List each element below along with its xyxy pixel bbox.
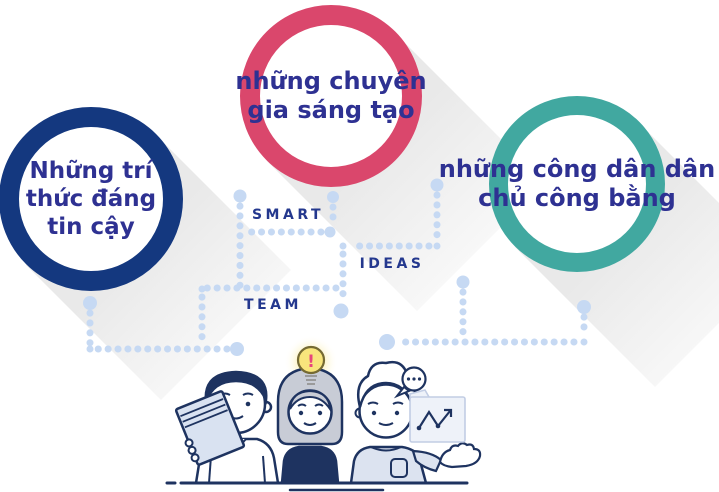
- path-corner-dot: [580, 338, 588, 346]
- book-icon: [174, 390, 246, 466]
- path-node-dot: [83, 296, 97, 310]
- label-line: chủ công bằng: [478, 184, 676, 212]
- label-line: thức đáng: [25, 185, 157, 212]
- keyword-team: TEAM: [244, 297, 302, 313]
- hand: [438, 442, 482, 469]
- path-corner-dot: [86, 345, 94, 353]
- circle-trusted-intellectuals: Những trí thức đáng tin cậy: [0, 107, 183, 291]
- path-node-dot: [233, 189, 247, 203]
- path-node-dot: [327, 191, 339, 203]
- speech-bubble-icon: [393, 366, 427, 399]
- path-corner-dot: [198, 285, 206, 293]
- desk-line: [165, 481, 469, 492]
- path-node-dot: [333, 303, 349, 319]
- circle-creative-experts: những chuyên gia sáng tạo: [235, 5, 427, 187]
- path-node-dot: [430, 178, 444, 192]
- label-line: những công dân dân: [438, 154, 716, 183]
- path-corner-dot: [339, 242, 347, 250]
- path-node-dot: [230, 342, 244, 356]
- person-middle: [276, 366, 344, 484]
- label-line: những chuyên: [235, 66, 427, 95]
- lightbulb-icon: !: [296, 345, 326, 385]
- folder-chart-icon: [409, 389, 466, 443]
- keyword-smart: SMART: [251, 207, 325, 223]
- label-line: gia sáng tạo: [247, 96, 415, 124]
- keyword-ideas: IDEAS: [359, 256, 425, 272]
- bulb-exclamation: !: [307, 352, 315, 372]
- label-line: tin cậy: [47, 214, 135, 241]
- hair-dark: [204, 370, 268, 405]
- circle-fair-citizens: những công dân dân chủ công bằng: [439, 96, 715, 272]
- circle-label-trust: Những trí thức đáng tin cậy: [26, 157, 156, 241]
- path-corner-dot: [324, 226, 336, 238]
- path-corner-dot: [433, 242, 441, 250]
- person-right: [349, 360, 482, 484]
- pocket: [390, 458, 408, 478]
- path-node-dot: [577, 300, 591, 314]
- label-line: Những trí: [29, 157, 153, 184]
- person-left: [174, 370, 280, 484]
- path-node-dot: [379, 334, 395, 350]
- path-node-dot: [456, 275, 470, 289]
- circle-label-creative: những chuyên gia sáng tạo: [235, 67, 426, 126]
- people-illustration: !: [165, 335, 482, 492]
- circle-label-fair: những công dân dân chủ công bằng: [439, 155, 716, 214]
